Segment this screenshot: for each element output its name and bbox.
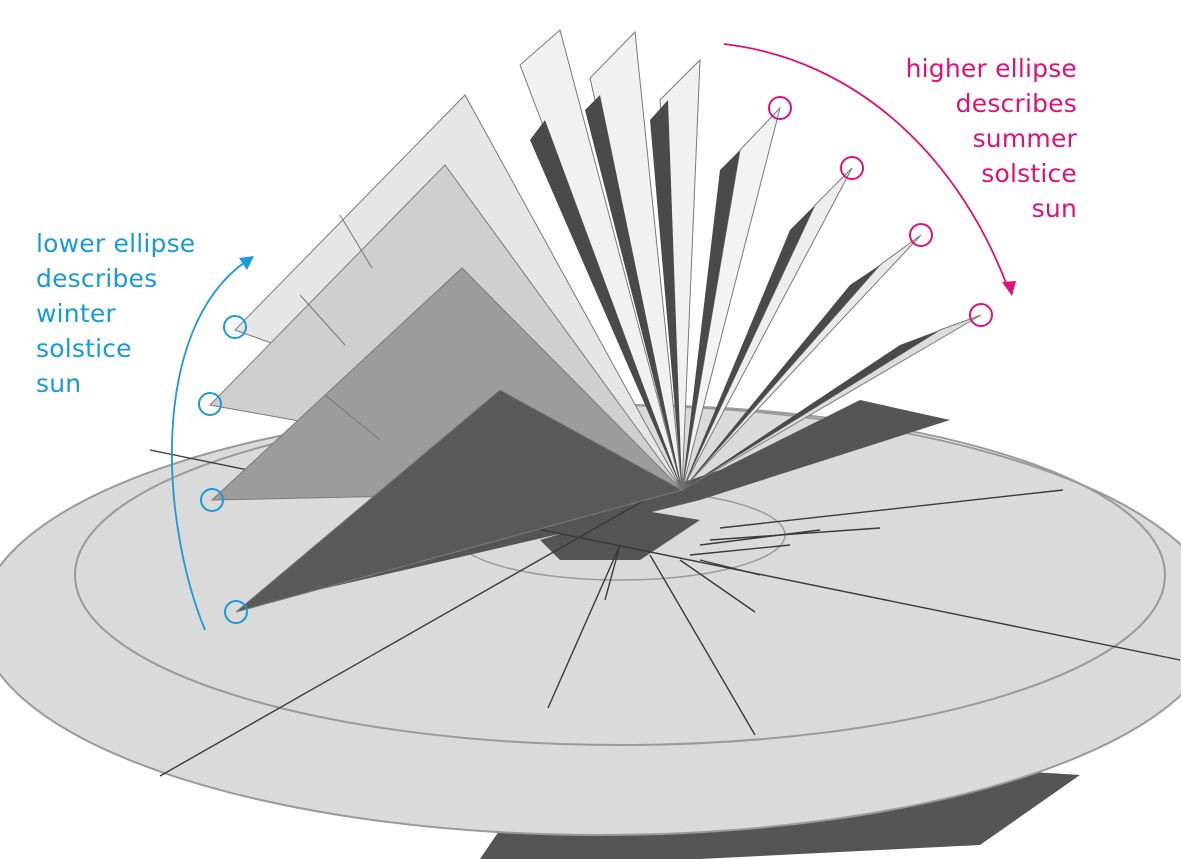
summer-arrow — [723, 43, 1016, 296]
winter-marker — [200, 488, 224, 512]
summer-marker — [909, 223, 933, 247]
plane-seams — [299, 214, 381, 441]
winter-label-line: sun — [36, 369, 82, 398]
winter-label-line: describes — [36, 264, 158, 293]
winter-markers — [198, 315, 248, 624]
winter-marker — [224, 600, 248, 624]
winter-label-line: winter — [36, 299, 116, 328]
winter-marker — [198, 392, 222, 416]
winter-label-line: solstice — [36, 334, 132, 363]
summer-label-line: describes — [955, 89, 1077, 118]
winter-arrow — [171, 256, 254, 631]
winter-marker — [223, 315, 247, 339]
fan-planes — [208, 29, 982, 613]
summer-label-line: summer — [972, 124, 1077, 153]
disk-shadow — [240, 400, 950, 608]
summer-label-line: higher ellipse — [905, 54, 1077, 83]
summer-label-line: sun — [1031, 194, 1077, 223]
summer-markers — [768, 96, 993, 327]
summer-marker — [768, 96, 792, 120]
summer-marker — [840, 156, 864, 180]
winter-solstice-label: lower ellipse describes winter solstice … — [36, 226, 195, 401]
winter-label-line: lower ellipse — [36, 229, 196, 258]
summer-marker — [969, 303, 993, 327]
fan-plane-11 — [235, 389, 684, 613]
summer-label-line: solstice — [981, 159, 1077, 188]
summer-solstice-label: higher ellipse describes summer solstice… — [906, 51, 1077, 226]
